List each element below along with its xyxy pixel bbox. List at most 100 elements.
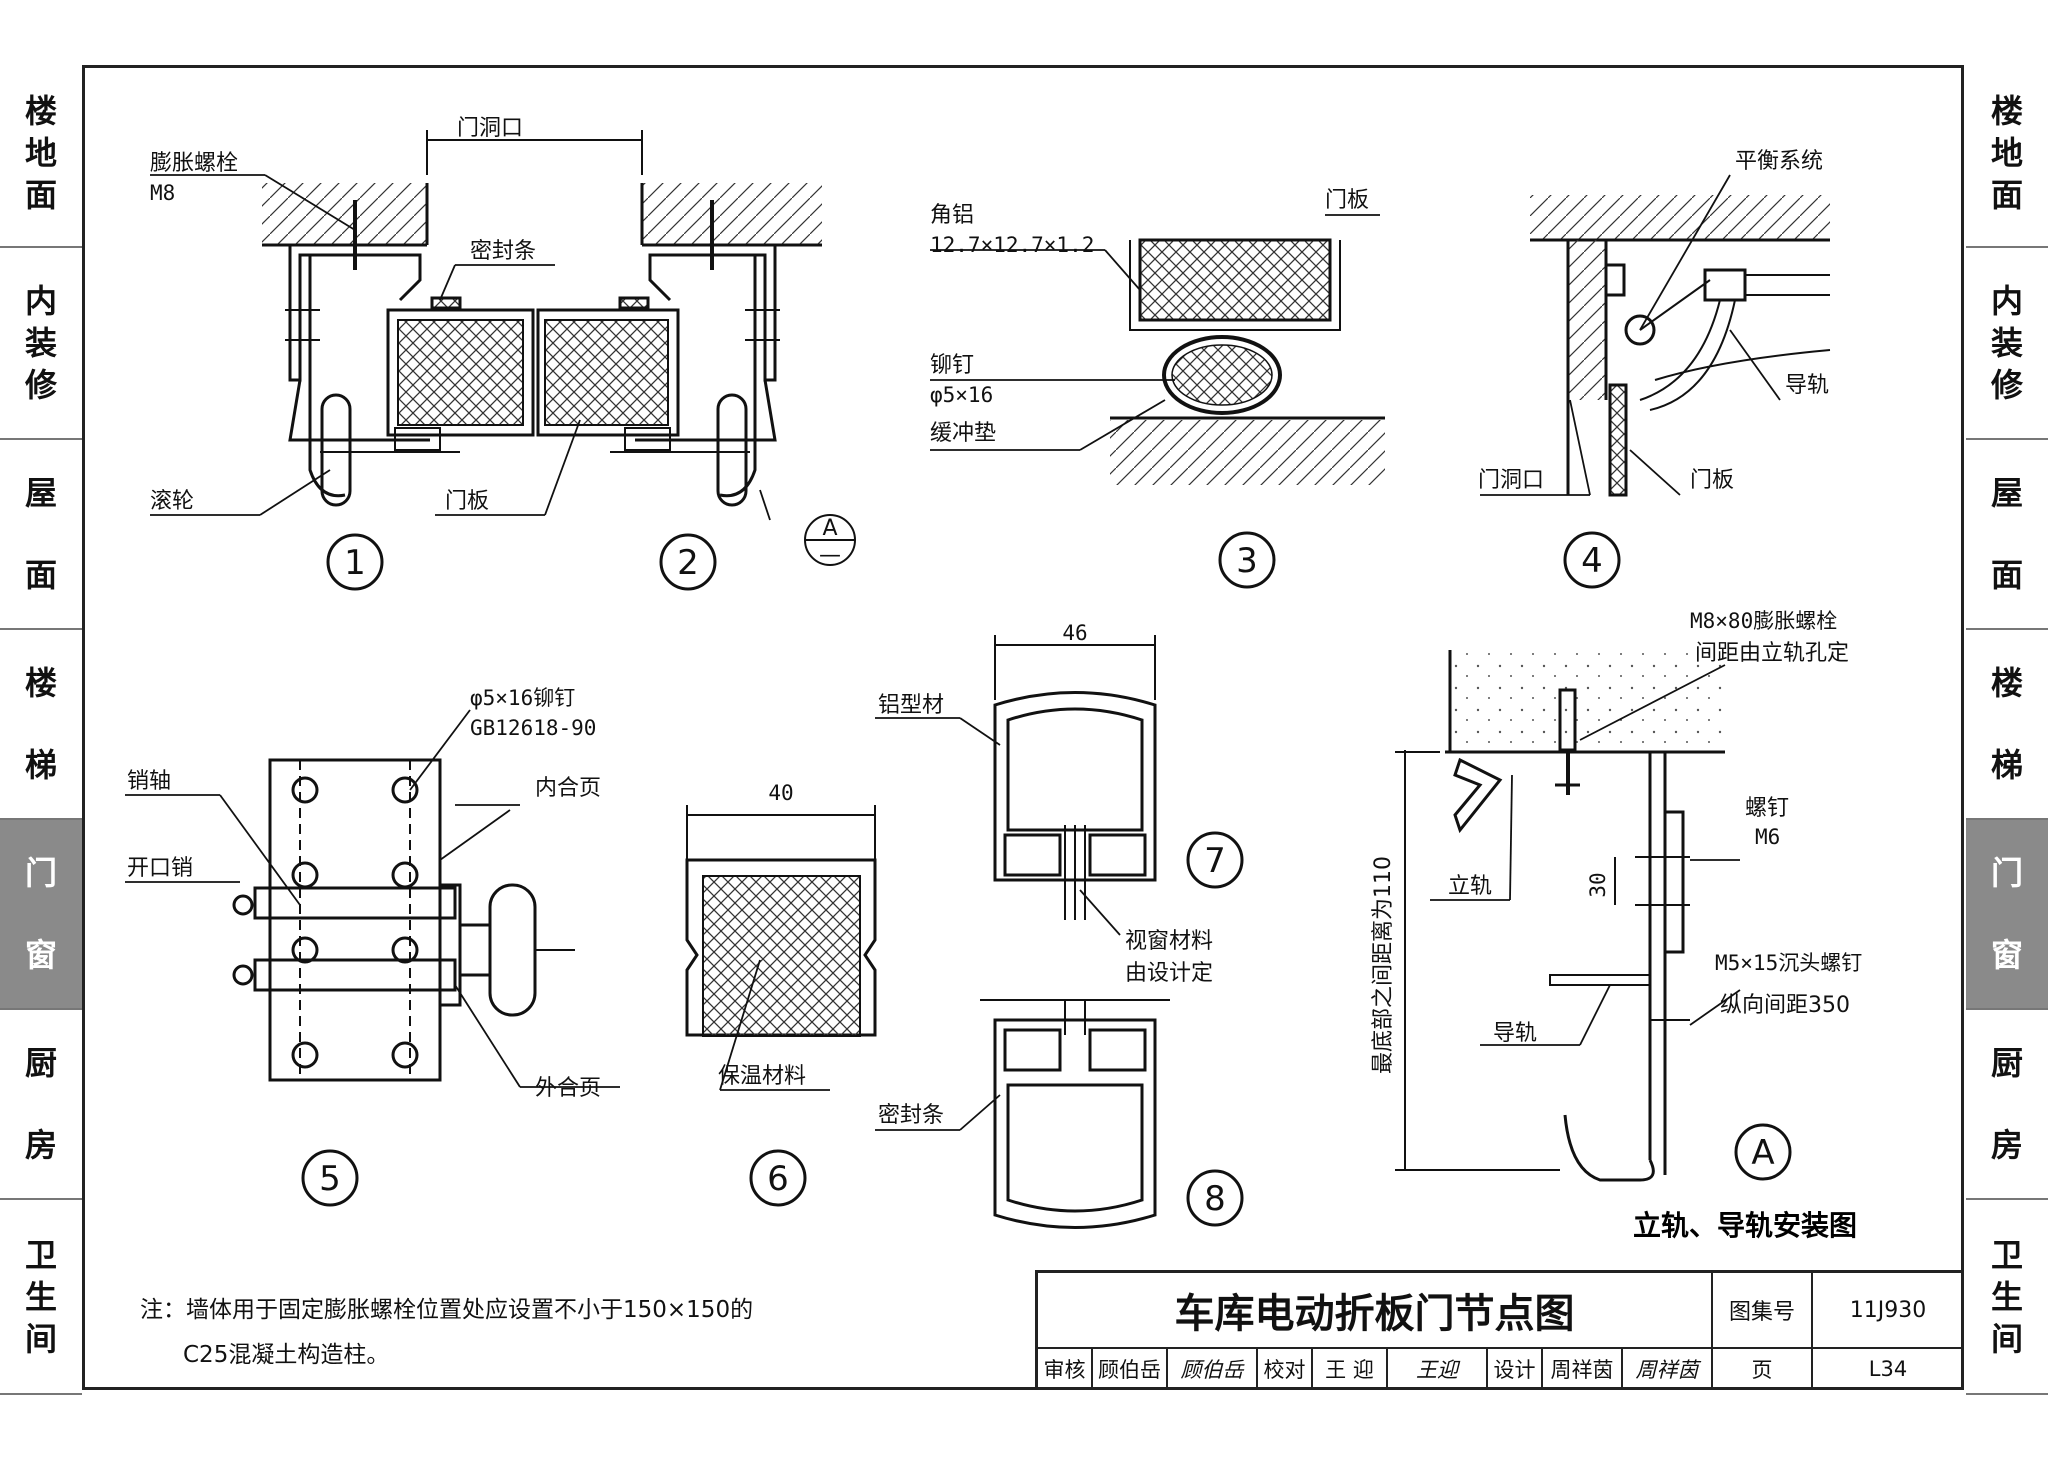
side-tab-char: 内 (1990, 282, 2023, 320)
ref-bubble-a (804, 514, 856, 566)
detail-number-6: 6 (767, 1159, 789, 1199)
detail-number-8: 8 (1204, 1179, 1226, 1219)
label-window-7: 视窗材料 (1125, 929, 1213, 954)
side-tab-char: 间 (1990, 1319, 2023, 1358)
atlas-label: 图集号 (1713, 1273, 1813, 1349)
side-tab-right-2[interactable]: 屋面 (1966, 440, 2048, 630)
label-rail-4: 导轨 (1785, 373, 1829, 398)
side-tab-char: 生 (1990, 1277, 2023, 1316)
note-line-2: C25混凝土构造柱。 (183, 1342, 390, 1368)
label-dim-30: 30 (1586, 872, 1610, 897)
side-tab-char: 面 (1990, 176, 2023, 214)
side-tab-char: 修 (1990, 366, 2023, 404)
side-tab-char: 梯 (24, 746, 57, 784)
detail-number-2: 2 (677, 543, 699, 583)
label-bolt-size-1: M8 (150, 181, 175, 205)
label-balance-4: 平衡系统 (1735, 149, 1823, 174)
detail-number-6-circle (749, 1149, 807, 1207)
side-tab-char: 修 (24, 366, 57, 404)
detail-5 (232, 758, 575, 1082)
check-label: 校对 (1258, 1349, 1313, 1389)
detail-number-4-circle (1563, 531, 1621, 589)
label-rivet-std-5: GB12618-90 (470, 716, 596, 740)
detail-letter-a: A (1751, 1133, 1774, 1173)
side-tab-char: 房 (1990, 1126, 2023, 1164)
label-dim-40: 40 (768, 781, 793, 805)
side-tab-left-4[interactable]: 门窗 (0, 820, 82, 1010)
side-tab-char: 窗 (1990, 936, 2023, 974)
drawing-title: 车库电动折板门节点图 (1038, 1273, 1713, 1349)
side-tab-char: 梯 (1990, 746, 2023, 784)
side-tab-char: 装 (1990, 324, 2023, 362)
side-tab-left-6[interactable]: 卫生间 (0, 1200, 82, 1395)
side-tab-char: 屋 (1990, 474, 2023, 512)
detail-number-4: 4 (1581, 541, 1603, 581)
designer: 周祥茵 (1543, 1349, 1623, 1389)
side-tab-left-3[interactable]: 楼梯 (0, 630, 82, 820)
detail-letter-a-circle (1734, 1123, 1792, 1181)
label-guide-rail-a: 导轨 (1493, 1021, 1537, 1046)
detail-6 (685, 805, 877, 1037)
reviewer: 顾伯岳 (1093, 1349, 1168, 1389)
label-dim-46: 46 (1062, 621, 1087, 645)
side-tab-right-6[interactable]: 卫生间 (1966, 1200, 2048, 1395)
detail-a (1395, 650, 1725, 1182)
side-tab-char: 内 (24, 282, 57, 320)
page-value: L34 (1868, 1357, 1908, 1381)
review-label: 审核 (1038, 1349, 1093, 1389)
side-tab-right-4[interactable]: 门窗 (1966, 820, 2048, 1010)
label-bolt-a: M8×80膨胀螺栓 (1690, 609, 1837, 633)
side-tab-left-5[interactable]: 厨房 (0, 1010, 82, 1200)
detail-number-1-circle (326, 533, 384, 591)
label-angle-al: 角铝 (930, 203, 974, 228)
side-tab-right-1[interactable]: 内装修 (1966, 248, 2048, 440)
side-tab-char: 厨 (1990, 1044, 2023, 1082)
label-inner-hinge-5: 内合页 (535, 776, 601, 801)
label-roller-1: 滚轮 (150, 489, 194, 514)
label-opening-1: 门洞口 (457, 116, 523, 141)
side-tab-char: 面 (24, 556, 57, 594)
side-tab-left-0[interactable]: 楼地面 (0, 60, 82, 248)
side-tab-char: 生 (24, 1277, 57, 1316)
atlas-value: 11J930 (1813, 1273, 1963, 1349)
signature-row: 审核 顾伯岳 顾伯岳 校对 王 迎 王迎 设计 周祥茵 周祥茵 页 L34 (1038, 1349, 1963, 1389)
reviewer-signature: 顾伯岳 (1168, 1349, 1258, 1389)
side-tab-char: 楼 (24, 664, 57, 702)
detail-1-2 (262, 130, 822, 507)
detail-number-2-circle (659, 533, 717, 591)
label-screw-a: 螺钉 (1745, 796, 1789, 821)
detail-number-5-circle (301, 1149, 359, 1207)
label-rivet-size-3: φ5×16 (930, 383, 993, 407)
detail-number-1: 1 (344, 543, 366, 583)
ref-bubble-letter: A (822, 516, 837, 541)
designer-signature: 周祥茵 (1623, 1349, 1713, 1389)
detail-number-3-circle (1218, 531, 1276, 589)
label-profile-7: 铝型材 (878, 693, 944, 718)
checker-signature: 王迎 (1388, 1349, 1488, 1389)
side-tab-char: 屋 (24, 474, 57, 512)
side-tab-char: 面 (1990, 556, 2023, 594)
detail-number-3: 3 (1236, 541, 1258, 581)
label-seal-8: 密封条 (878, 1103, 944, 1128)
side-tab-left-1[interactable]: 内装修 (0, 248, 82, 440)
detail-4 (1530, 195, 1831, 497)
side-tab-right-3[interactable]: 楼梯 (1966, 630, 2048, 820)
side-tab-left-2[interactable]: 屋面 (0, 440, 82, 630)
drawing-frame (82, 65, 1964, 1390)
detail-number-8-circle (1186, 1169, 1244, 1227)
side-tab-right-0[interactable]: 楼地面 (1966, 60, 2048, 248)
design-label: 设计 (1488, 1349, 1543, 1389)
label-rivet-3: 铆钉 (930, 353, 974, 378)
side-tab-char: 装 (24, 324, 57, 362)
label-bolt-note-a: 间距由立轨孔定 (1695, 641, 1849, 666)
label-vertical-rail-a: 立轨 (1448, 874, 1492, 899)
leader-lines (125, 174, 1781, 1131)
detail-number-5: 5 (319, 1159, 341, 1199)
side-tab-char: 门 (24, 854, 57, 892)
side-tab-char: 卫 (24, 1235, 57, 1274)
label-angle-al-size: 12.7×12.7×1.2 (930, 233, 1094, 257)
note-line-1: 注：墙体用于固定膨胀螺栓位置处应设置不小于150×150的 (140, 1297, 754, 1323)
side-tab-right-5[interactable]: 厨房 (1966, 1010, 2048, 1200)
label-cushion-3: 缓冲垫 (930, 421, 996, 446)
